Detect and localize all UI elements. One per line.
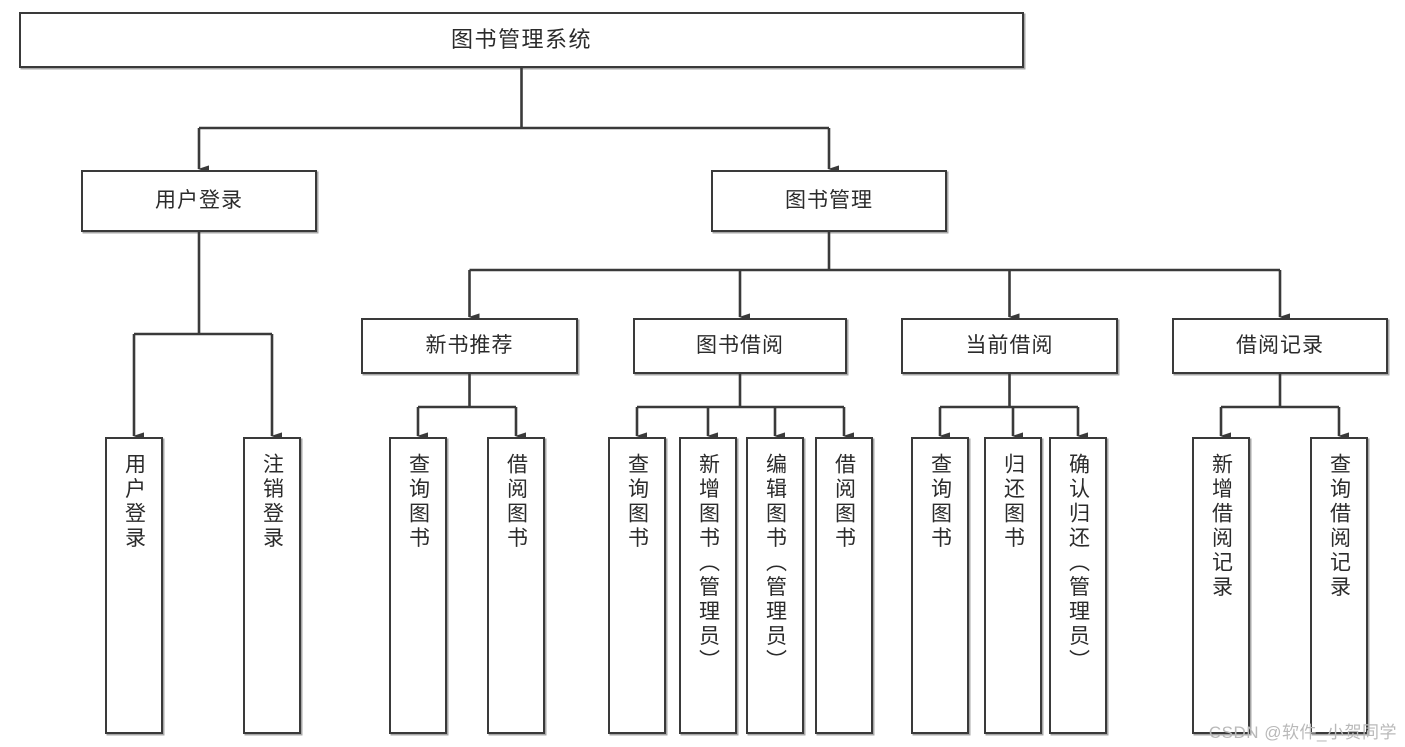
node-borrow-record[interactable]: 借阅记录 [1172, 318, 1388, 374]
node-label-leaf-confirm-return: 确认归还（管理员） [1066, 453, 1090, 674]
node-label-leaf-logout: 注销登录 [260, 453, 284, 551]
node-label-user-login: 用户登录 [155, 189, 243, 213]
node-label-leaf-user-login: 用户登录 [122, 453, 146, 551]
csdn-watermark: CSDN @软件_小贺同学 [1208, 723, 1397, 742]
node-leaf-logout[interactable]: 注销登录 [243, 437, 301, 734]
node-label-leaf-add-book: 新增图书（管理员） [696, 453, 720, 674]
node-label-borrow-record: 借阅记录 [1236, 334, 1324, 358]
node-leaf-add-record[interactable]: 新增借阅记录 [1192, 437, 1250, 734]
node-label-root: 图书管理系统 [450, 27, 592, 53]
node-label-leaf-query-book-cb: 查询图书 [928, 453, 952, 551]
connector-lines [132, 68, 1349, 440]
node-label-leaf-edit-book: 编辑图书（管理员） [763, 453, 787, 674]
node-book-manage[interactable]: 图书管理 [711, 170, 947, 232]
node-label-leaf-query-book-bw: 查询图书 [625, 453, 649, 551]
node-label-leaf-add-record: 新增借阅记录 [1209, 453, 1233, 600]
node-leaf-return-book[interactable]: 归还图书 [984, 437, 1042, 734]
node-label-book-manage: 图书管理 [785, 189, 873, 213]
node-leaf-confirm-return[interactable]: 确认归还（管理员） [1049, 437, 1107, 734]
node-leaf-borrow-book-bw[interactable]: 借阅图书 [815, 437, 873, 734]
node-leaf-query-book-cb[interactable]: 查询图书 [911, 437, 969, 734]
node-label-current-borrow: 当前借阅 [965, 334, 1054, 358]
node-leaf-query-record[interactable]: 查询借阅记录 [1310, 437, 1368, 734]
node-user-login[interactable]: 用户登录 [81, 170, 317, 232]
node-leaf-query-book-bw[interactable]: 查询图书 [608, 437, 666, 734]
node-label-leaf-query-record: 查询借阅记录 [1327, 453, 1351, 600]
node-leaf-query-book-rec[interactable]: 查询图书 [389, 437, 447, 734]
node-label-leaf-return-book: 归还图书 [1001, 453, 1025, 551]
node-new-book-rec[interactable]: 新书推荐 [361, 318, 578, 374]
node-leaf-edit-book[interactable]: 编辑图书（管理员） [746, 437, 804, 734]
node-leaf-user-login[interactable]: 用户登录 [105, 437, 163, 734]
node-current-borrow[interactable]: 当前借阅 [901, 318, 1118, 374]
node-root[interactable]: 图书管理系统 [19, 12, 1024, 68]
node-label-leaf-query-book-rec: 查询图书 [406, 453, 430, 551]
node-book-borrow[interactable]: 图书借阅 [633, 318, 847, 374]
node-label-book-borrow: 图书借阅 [696, 334, 784, 358]
node-leaf-add-book[interactable]: 新增图书（管理员） [679, 437, 737, 734]
node-leaf-borrow-book-rec[interactable]: 借阅图书 [487, 437, 545, 734]
node-label-leaf-borrow-book-rec: 借阅图书 [504, 453, 528, 551]
node-label-leaf-borrow-book-bw: 借阅图书 [832, 453, 856, 551]
node-label-new-book-rec: 新书推荐 [425, 334, 514, 358]
